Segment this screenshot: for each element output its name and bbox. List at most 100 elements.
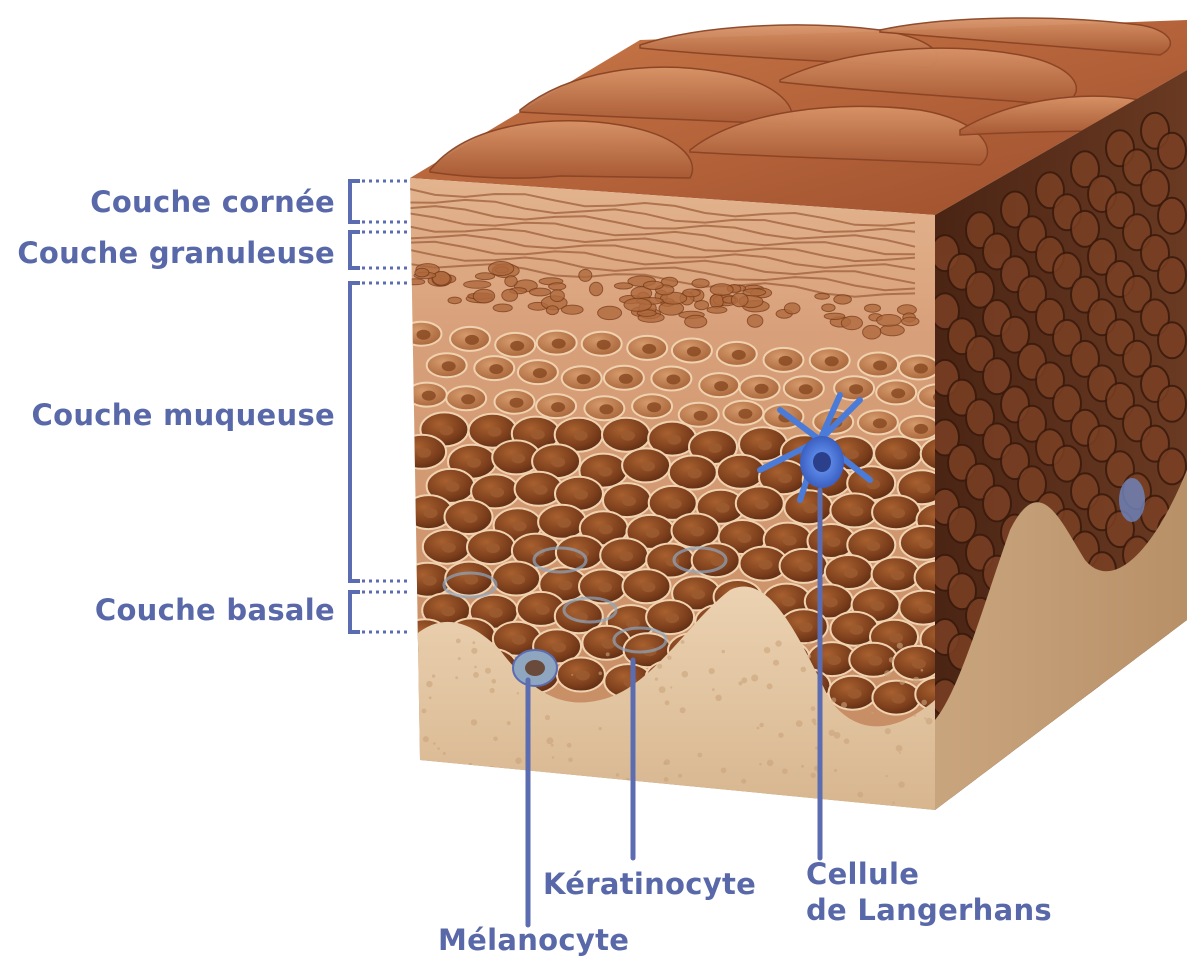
dermis-speck [751,675,758,682]
cell-nucleus [783,536,797,546]
granule-cell [546,306,558,315]
dermis-speck [709,668,715,674]
dermis-speck [801,667,807,673]
cell-nucleus [849,384,863,394]
granule-cell [685,315,707,328]
cell-nucleus [912,659,926,669]
granule-cell [643,281,663,289]
dermis-speck [552,775,558,781]
granule-cell [865,304,881,312]
cell-nucleus [534,485,548,495]
cell-nucleus [866,541,880,551]
granule-cell [549,283,566,290]
cell-nucleus [576,671,590,681]
dermis-speck [681,807,683,809]
cell-nucleus [465,335,479,345]
bracket-couche-granuleuse [350,232,360,268]
cell-nucleus [738,409,752,419]
dermis-speck [682,671,689,678]
dermis-speck [432,674,435,677]
label-couche-granuleuse: Couche granuleuse [17,237,335,269]
cell-nucleus [552,642,566,652]
cell-nucleus [467,458,481,468]
cell-nucleus [691,589,705,599]
dermis-speck [897,643,903,649]
cell-nucleus [464,575,478,585]
granule-cell [502,289,518,301]
dermis-speck [422,709,427,714]
cell-nucleus [849,506,863,516]
cell-nucleus [647,402,661,412]
cell-nucleus [691,527,705,537]
cell-nucleus [464,513,478,523]
granule-cell [475,273,494,280]
granule-cell [473,289,494,303]
granule-cell [731,293,748,307]
cell-nucleus [891,694,905,704]
dermis-speck [899,679,905,685]
cell-nucleus [577,374,591,384]
cell-nucleus [490,487,504,497]
dermis-speck [659,686,666,693]
dermis-speck [546,737,553,744]
cell-nucleus [667,435,681,445]
cell-nucleus [849,625,863,635]
dermis-speck [796,720,803,727]
dermis-speck [474,666,477,669]
cell-nucleus [848,689,862,699]
dermis-speck [551,744,554,747]
cell-nucleus [827,655,841,665]
granule-cell [710,294,723,308]
dermis-speck [921,669,924,672]
dermis-speck [492,679,497,684]
cell-nucleus [668,499,682,509]
dermis-speck [664,777,669,782]
dermis-speck [871,712,873,714]
dermis-speck [458,657,461,660]
cell-nucleus [511,575,525,585]
cell-nucleus [844,568,858,578]
cell-nucleus [513,521,527,531]
dermis-speck [493,737,498,742]
granule-cell [863,325,881,339]
cell-nucleus [599,524,613,534]
layer-dotted-leaders [362,181,410,632]
dermis-speck [829,730,835,736]
cell-nucleus [642,344,656,354]
cell-nucleus [714,381,728,391]
dermis-speck [664,759,670,765]
dermis-speck [892,802,894,804]
dermis-speck [471,648,477,654]
cell-nucleus [510,398,524,408]
dermis-speck [778,733,783,738]
dermis-speck [437,747,440,750]
cell-nucleus [642,582,656,592]
side-cell [1158,198,1186,234]
granule-cell [464,281,491,289]
cell-nucleus [441,606,455,616]
cell-nucleus [622,496,636,506]
cell-nucleus [799,384,813,394]
cell-nucleus [782,597,796,607]
dermis-speck [886,775,888,777]
side-cell [1158,386,1186,422]
dermis-speck [471,719,477,725]
granule-cell [598,306,622,319]
dermis-speck [857,644,859,646]
cell-nucleus [873,418,887,428]
cell-nucleus [486,543,500,553]
granule-cell [488,262,513,276]
cell-nucleus [666,375,680,385]
dermis-speck [680,707,686,713]
dermis-speck [678,774,682,778]
dermis-speck [490,688,495,693]
side-cell [1158,448,1186,484]
cell-nucleus [825,356,839,366]
dermis-speck [759,723,764,728]
granule-cell [683,289,701,297]
dermis-speck [764,647,770,653]
granule-cell [550,290,564,302]
cell-nucleus [439,425,453,435]
cell-nucleus [803,503,817,513]
